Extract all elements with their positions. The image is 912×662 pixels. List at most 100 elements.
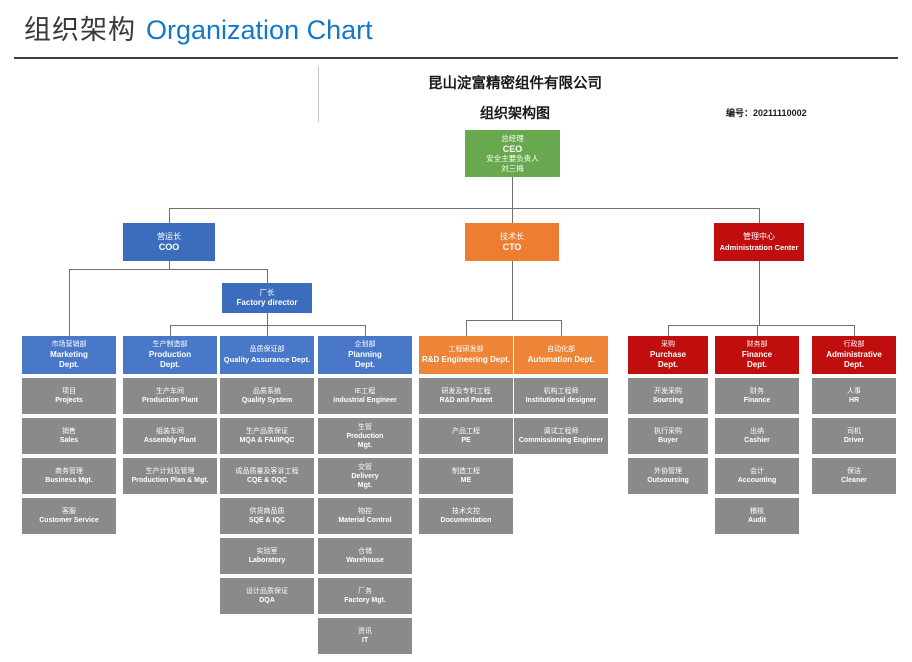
connector-line — [466, 320, 562, 321]
factory-director-en: Factory director — [236, 298, 298, 307]
item-en: R&D and Patent — [439, 397, 493, 404]
exec-title-en: COO — [158, 242, 180, 252]
dept-name-en: Planning Dept. — [348, 350, 382, 369]
item-en: Delivery Mgt. — [351, 472, 379, 489]
item-en: Driver — [843, 437, 865, 444]
connector-line — [169, 261, 170, 269]
chart-subtitle: 组织架构图 — [480, 105, 550, 121]
dept-name-zh: 品质保证部 — [249, 346, 285, 353]
item-en: industrial Engineer — [333, 397, 397, 404]
dept-name-zh: 市场营销部 — [51, 341, 87, 348]
item-en: IT — [361, 637, 369, 644]
dept-item-administrative-1: 司机 Driver — [812, 418, 896, 454]
dept-item-marketing-2: 商务管理 Business Mgt. — [22, 458, 116, 494]
dept-box-quality-assurance: 品质保证部 Quality Assurance Dept. — [220, 336, 314, 374]
doc-number: 编号：20211110002 — [726, 106, 807, 119]
dept-item-quality-assurance-5: 设计品质保证 DQA — [220, 578, 314, 614]
item-zh: IE工程 — [354, 388, 376, 395]
item-en: Production Plant — [142, 397, 198, 404]
dept-box-planning: 企划部 Planning Dept. — [318, 336, 412, 374]
connector-line — [267, 313, 268, 325]
connector-line — [757, 325, 758, 336]
item-zh: 开发采购 — [654, 388, 682, 395]
dept-name-zh: 采购 — [661, 341, 675, 348]
item-zh: 仓储 — [358, 548, 372, 555]
connector-line — [854, 325, 855, 336]
item-en: Sales — [59, 437, 79, 444]
item-zh: 设计品质保证 — [246, 588, 288, 595]
dept-name-en: Quality Assurance Dept. — [223, 355, 311, 364]
ceo-safety-role: 安全主要负责人 — [486, 153, 539, 163]
item-en: Production Mgt. — [346, 432, 384, 449]
item-en: Institutional designer — [525, 397, 597, 404]
item-zh: 物控 — [358, 508, 372, 515]
ceo-box: 总经理 CEO 安全主要负责人 刘三梅 — [465, 130, 560, 177]
item-en: Business Mgt. — [45, 477, 93, 484]
connector-line — [69, 269, 268, 270]
dept-item-planning-4: 仓储 Warehouse — [318, 538, 412, 574]
exec-title-zh: 管理中心 — [743, 232, 775, 241]
connector-line — [267, 325, 268, 336]
item-en: PE — [461, 437, 471, 444]
item-en: HR — [848, 397, 860, 404]
item-zh: 交管 — [358, 463, 372, 471]
dept-name-zh: 行政部 — [843, 341, 865, 348]
connector-line — [512, 208, 513, 223]
item-en: Laboratory — [248, 557, 286, 564]
item-zh: 司机 — [847, 428, 861, 435]
item-zh: 成品质量及客诉工程 — [235, 468, 299, 475]
item-zh: 生产车间 — [156, 388, 184, 395]
title-divider — [14, 57, 898, 59]
item-en: Production Plan & Mgt. — [131, 477, 209, 484]
dept-name-zh: 财务部 — [746, 341, 768, 348]
item-zh: 生产计划及管理 — [145, 468, 195, 475]
item-en: Buyer — [658, 437, 678, 444]
item-zh: 项目 — [62, 388, 76, 395]
dept-name-zh: 生产制造部 — [152, 341, 188, 348]
connector-line — [759, 208, 760, 223]
dept-name-en: Administrative Dept. — [826, 350, 882, 369]
item-en: DQA — [259, 597, 275, 604]
dept-name-en: Purchase Dept. — [649, 350, 687, 369]
item-en: Quality System — [241, 397, 293, 404]
item-zh: 财务 — [750, 388, 764, 395]
page-title-zh: 组织架构 — [24, 15, 136, 45]
item-en: Documentation — [440, 517, 492, 524]
item-zh: 人事 — [847, 388, 861, 395]
item-zh: 外协管理 — [654, 468, 682, 475]
item-en: Warehouse — [346, 557, 384, 564]
connector-line — [267, 269, 268, 283]
item-zh: 商务管理 — [55, 468, 83, 475]
dept-item-administrative-0: 人事 HR — [812, 378, 896, 414]
item-zh: 资讯 — [358, 628, 372, 635]
dept-name-zh: 企划部 — [354, 341, 376, 348]
item-en: SQE & IQC — [248, 517, 286, 524]
dept-item-production-2: 生产计划及管理 Production Plan & Mgt. — [123, 458, 217, 494]
item-zh: 机构工程师 — [543, 388, 579, 395]
dept-name-en: Finance Dept. — [741, 350, 773, 369]
connector-line — [668, 325, 855, 326]
